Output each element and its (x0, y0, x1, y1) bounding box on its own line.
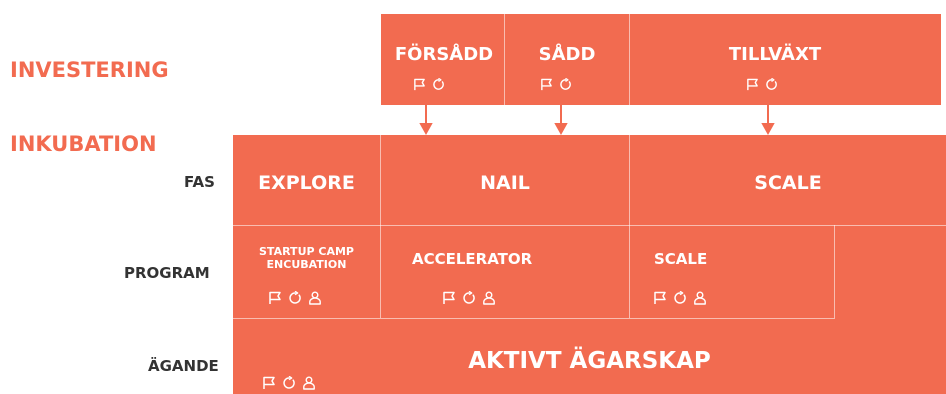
program-startup-camp-line2: ENCUBATION (266, 258, 347, 271)
divider (629, 225, 630, 318)
divider (380, 135, 381, 225)
divider (834, 225, 835, 318)
person-icon (302, 376, 316, 390)
program-startup-camp-line1: STARTUP CAMP (259, 245, 354, 258)
phase-scale: SCALE (754, 172, 822, 194)
refresh-icon (673, 291, 687, 305)
program-scale: SCALE (654, 250, 708, 268)
divider (233, 225, 946, 226)
person-icon (693, 291, 707, 305)
program-accelerator-icons (442, 291, 496, 305)
program-startup-camp: STARTUP CAMP ENCUBATION (233, 245, 380, 271)
investment-stages-box (381, 14, 941, 105)
program-accelerator: ACCELERATOR (412, 250, 533, 268)
heading-inkubation: INKUBATION (10, 132, 157, 156)
flag-icon (268, 291, 282, 305)
row-label-fas: FAS (184, 173, 215, 191)
refresh-icon (462, 291, 476, 305)
row-label-program: PROGRAM (124, 264, 210, 282)
divider (629, 14, 630, 105)
divider (629, 135, 630, 225)
incubation-block (233, 135, 946, 394)
arrowhead-icon (761, 123, 775, 136)
program-startup-camp-icons (268, 291, 322, 305)
row-label-agande: ÄGANDE (148, 357, 219, 375)
divider (504, 14, 505, 105)
divider (380, 225, 381, 318)
stage-tillvaxt-label: TILLVÄXT (728, 44, 822, 65)
heading-investering: INVESTERING (10, 58, 169, 82)
stage-sadd-label: SÅDD (538, 44, 596, 65)
ownership-label: AKTIVT ÄGARSKAP (468, 348, 711, 374)
phase-nail: NAIL (480, 172, 530, 194)
refresh-icon (282, 376, 296, 390)
arrowhead-icon (554, 123, 568, 136)
flag-icon (262, 376, 276, 390)
refresh-icon (288, 291, 302, 305)
stage-forsadd-label: FÖRSÅDD (394, 44, 494, 65)
ownership-icons (262, 376, 316, 390)
divider (233, 318, 835, 319)
phase-explore: EXPLORE (258, 172, 355, 194)
person-icon (482, 291, 496, 305)
flag-icon (653, 291, 667, 305)
arrowhead-icon (419, 123, 433, 136)
stage-arrows (419, 105, 775, 136)
program-scale-icons (653, 291, 707, 305)
person-icon (308, 291, 322, 305)
flag-icon (442, 291, 456, 305)
